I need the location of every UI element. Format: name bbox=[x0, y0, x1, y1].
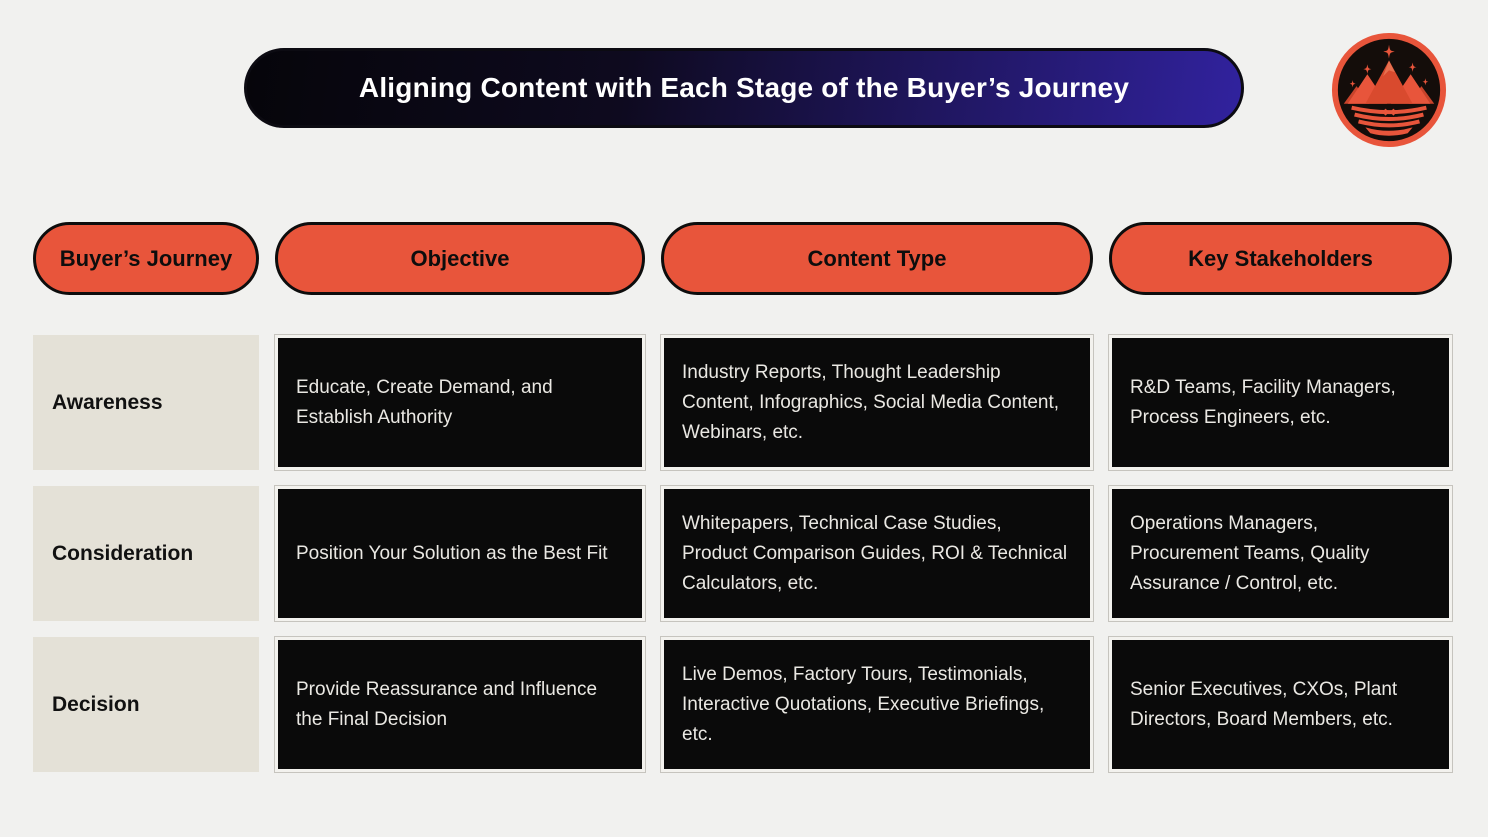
cell-text: R&D Teams, Facility Managers, Process En… bbox=[1130, 376, 1396, 428]
column-header-content-type: Content Type bbox=[661, 222, 1093, 295]
row-label-consideration: Consideration bbox=[33, 486, 259, 621]
column-header-key-stakeholders: Key Stakeholders bbox=[1109, 222, 1452, 295]
column-header-label: Key Stakeholders bbox=[1188, 245, 1373, 271]
cell-consideration-key-stakeholders: Operations Managers, Procurement Teams, … bbox=[1109, 486, 1452, 621]
cell-decision-objective: Provide Reassurance and Influence the Fi… bbox=[275, 637, 645, 772]
cell-awareness-content-type: Industry Reports, Thought Leadership Con… bbox=[661, 335, 1093, 470]
cell-text: Whitepapers, Technical Case Studies, Pro… bbox=[682, 512, 1068, 594]
column-header-buyers-journey: Buyer’s Journey bbox=[33, 222, 259, 295]
cell-text: Operations Managers, Procurement Teams, … bbox=[1130, 512, 1370, 594]
column-header-label: Objective bbox=[410, 245, 510, 271]
cell-text: Position Your Solution as the Best Fit bbox=[296, 542, 608, 564]
row-label-decision: Decision bbox=[33, 637, 259, 772]
row-label-awareness: Awareness bbox=[33, 335, 259, 470]
stage-label: Decision bbox=[52, 692, 140, 716]
cell-decision-content-type: Live Demos, Factory Tours, Testimonials,… bbox=[661, 637, 1093, 772]
page-title: Aligning Content with Each Stage of the … bbox=[358, 72, 1130, 103]
cell-text: Live Demos, Factory Tours, Testimonials,… bbox=[682, 663, 1045, 745]
cell-awareness-key-stakeholders: R&D Teams, Facility Managers, Process En… bbox=[1109, 335, 1452, 470]
header: Aligning Content with Each Stage of the … bbox=[0, 0, 1488, 148]
cell-text: Senior Executives, CXOs, Plant Directors… bbox=[1130, 678, 1398, 730]
title-banner: Aligning Content with Each Stage of the … bbox=[244, 48, 1244, 128]
cell-consideration-objective: Position Your Solution as the Best Fit bbox=[275, 486, 645, 621]
cell-decision-key-stakeholders: Senior Executives, CXOs, Plant Directors… bbox=[1109, 637, 1452, 772]
stage-label: Consideration bbox=[52, 541, 194, 565]
brand-logo bbox=[1330, 31, 1448, 149]
cell-text: Educate, Create Demand, and Establish Au… bbox=[296, 376, 553, 428]
cell-text: Provide Reassurance and Influence the Fi… bbox=[296, 678, 598, 730]
column-header-label: Buyer’s Journey bbox=[59, 245, 233, 271]
column-header-label: Content Type bbox=[807, 245, 947, 271]
cell-text: Industry Reports, Thought Leadership Con… bbox=[682, 361, 1060, 443]
mountain-crown-icon bbox=[1331, 32, 1447, 148]
stage-label: Awareness bbox=[52, 390, 163, 414]
column-headers-row: Buyer’s Journey Objective Content Type K… bbox=[33, 222, 1488, 295]
cell-consideration-content-type: Whitepapers, Technical Case Studies, Pro… bbox=[661, 486, 1093, 621]
table-body: Awareness Educate, Create Demand, and Es… bbox=[33, 335, 1488, 772]
cell-awareness-objective: Educate, Create Demand, and Establish Au… bbox=[275, 335, 645, 470]
column-header-objective: Objective bbox=[275, 222, 645, 295]
